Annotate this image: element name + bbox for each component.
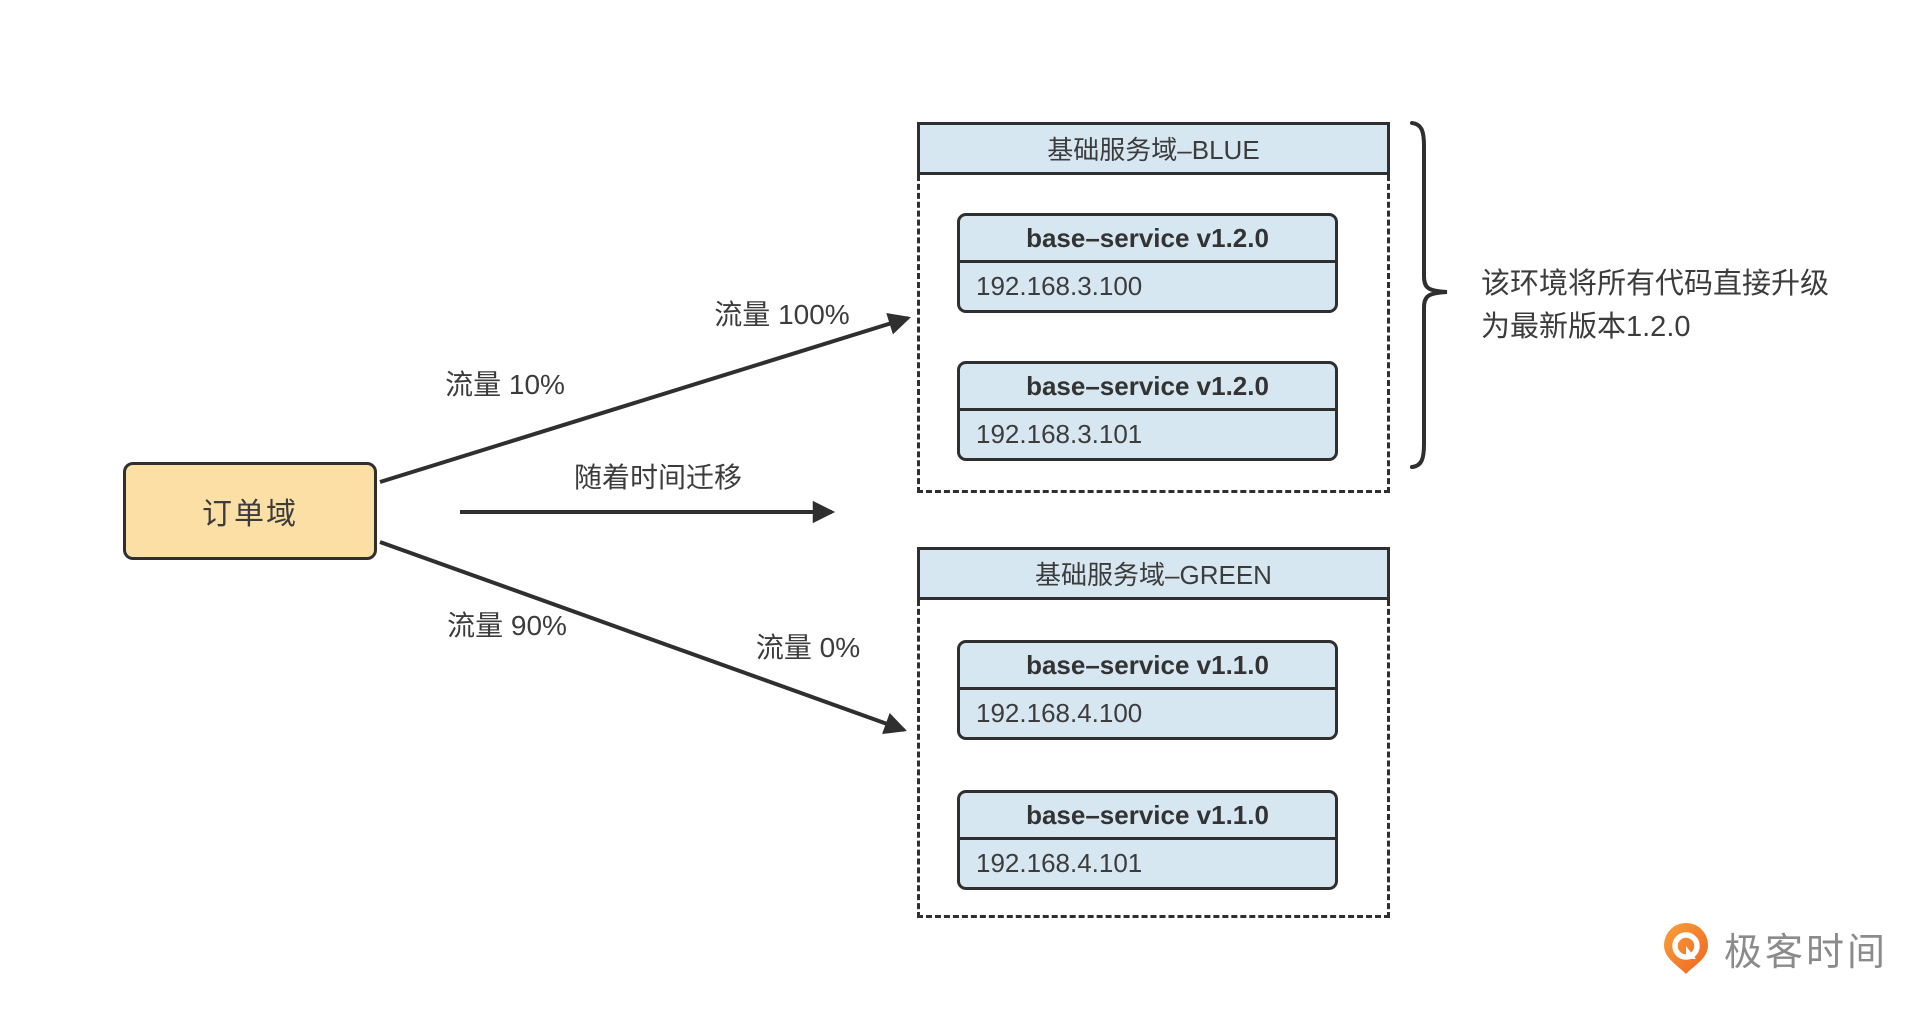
service-name: base–service v1.2.0: [960, 216, 1335, 263]
geektime-logo-icon: [1664, 922, 1708, 974]
edge-label-traffic-90: 流量 90%: [447, 610, 567, 641]
annotation-line-2: 为最新版本1.2.0: [1481, 311, 1691, 343]
edge-label-traffic-0: 流量 0%: [755, 632, 861, 663]
group-green-title: 基础服务域–GREEN: [917, 547, 1390, 600]
service-ip: 192.168.3.100: [976, 271, 1143, 301]
order-domain-node: 订单域: [123, 462, 377, 560]
service-name: base–service v1.1.0: [960, 643, 1335, 690]
group-blue: 基础服务域–BLUE base–service v1.2.0 192.168.3…: [917, 122, 1390, 493]
brace-annotation: 该环境将所有代码直接升级 为最新版本1.2.0: [1481, 263, 1829, 349]
edge-label-traffic-10: 流量 10%: [445, 369, 565, 400]
geektime-logo: 极客时间: [1660, 921, 1888, 976]
service-ip: 192.168.4.100: [976, 698, 1143, 728]
edge-label-traffic-100: 流量 100%: [714, 299, 850, 330]
service-box: base–service v1.1.0 192.168.4.101: [957, 790, 1338, 890]
group-blue-body: base–service v1.2.0 192.168.3.100 base–s…: [917, 175, 1390, 493]
group-blue-title: 基础服务域–BLUE: [917, 122, 1390, 175]
edge-label-time-shift: 随着时间迁移: [573, 462, 743, 493]
order-domain-label: 订单域: [202, 498, 298, 531]
group-green: 基础服务域–GREEN base–service v1.1.0 192.168.…: [917, 547, 1390, 918]
service-box: base–service v1.2.0 192.168.3.100: [957, 213, 1338, 313]
service-name: base–service v1.2.0: [960, 364, 1335, 411]
service-name: base–service v1.1.0: [960, 793, 1335, 840]
service-ip: 192.168.3.101: [976, 419, 1143, 449]
geektime-logo-text: 极客时间: [1724, 932, 1889, 974]
curly-brace: [1410, 121, 1448, 469]
group-green-body: base–service v1.1.0 192.168.4.100 base–s…: [917, 600, 1390, 918]
annotation-line-1: 该环境将所有代码直接升级: [1481, 268, 1830, 300]
service-box: base–service v1.2.0 192.168.3.101: [957, 361, 1338, 461]
service-ip: 192.168.4.101: [976, 848, 1143, 878]
service-box: base–service v1.1.0 192.168.4.100: [957, 640, 1338, 740]
